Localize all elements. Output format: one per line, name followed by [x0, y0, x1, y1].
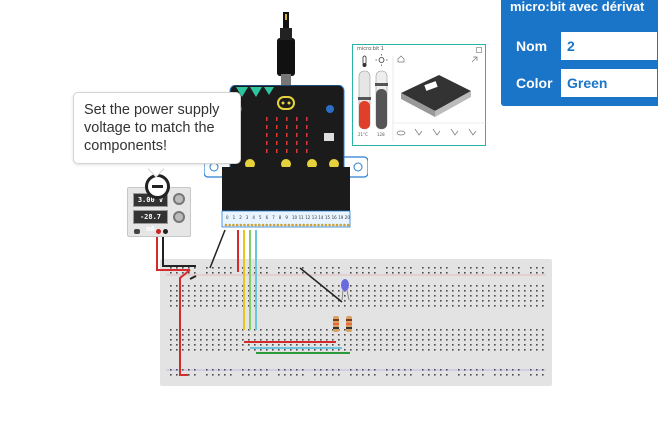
- tooltip-line-3: components!: [84, 138, 168, 154]
- sensor-widget-title: micro:bit 1: [357, 46, 384, 52]
- gnd-wire: [209, 229, 226, 269]
- pin-label: 8: [279, 215, 282, 220]
- pin-label: 3: [246, 215, 249, 220]
- negative-terminal[interactable]: [163, 229, 168, 234]
- pin-label: 15: [325, 215, 331, 220]
- sensor-graphics: [358, 54, 487, 141]
- tooltip: Set the power supply voltage to match th…: [73, 92, 241, 164]
- sun-icon: [375, 54, 388, 66]
- close-icon[interactable]: [476, 47, 482, 53]
- pin-label: 1: [233, 215, 236, 220]
- pin-label: 19: [338, 215, 344, 220]
- current-knob[interactable]: [173, 211, 185, 223]
- pin-label: 4: [252, 215, 255, 220]
- psu-black-wire: [162, 233, 196, 267]
- color-select[interactable]: Green: [561, 69, 657, 97]
- name-field[interactable]: 2: [561, 32, 657, 60]
- thermometer-icon: [362, 55, 367, 67]
- psu-red-wire: [156, 233, 190, 271]
- voltage-knob[interactable]: [173, 193, 185, 205]
- pin-label: 0: [226, 215, 229, 220]
- led-component: [341, 279, 350, 301]
- pin-label: 6: [266, 215, 269, 220]
- light-reading: 128: [377, 132, 385, 137]
- pin-label: 14: [318, 215, 324, 220]
- pin-label: 16: [332, 215, 338, 220]
- tooltip-line-1: Set the power supply: [84, 102, 220, 118]
- sensor-widget[interactable]: micro:bit 1: [352, 44, 487, 146]
- properties-panel: micro:bit avec dérivat Nom 2 Color Green: [501, 0, 658, 106]
- pin-label: 20: [345, 215, 350, 220]
- pin-label: 11: [299, 215, 305, 220]
- current-display: -28.7 mA: [133, 210, 168, 233]
- property-row-name: Nom 2: [507, 31, 658, 61]
- breadboard[interactable]: [160, 259, 552, 386]
- properties-panel-title: micro:bit avec dérivat: [510, 0, 645, 14]
- resistor-2: [346, 316, 352, 332]
- positive-terminal[interactable]: [156, 229, 161, 234]
- pin-label: 5: [259, 215, 262, 220]
- power-switch[interactable]: [134, 229, 140, 234]
- breadboard-holes: [166, 267, 546, 376]
- pin-label: 2: [239, 215, 242, 220]
- pin-label: 12: [305, 215, 311, 220]
- resistor-1: [333, 316, 339, 332]
- temperature-reading: 21°C: [358, 132, 368, 137]
- pin-label: 7: [272, 215, 275, 220]
- pin-label: 9: [285, 215, 288, 220]
- pin-label: 10: [292, 215, 298, 220]
- pin-label: 13: [312, 215, 318, 220]
- property-row-color: Color Green: [507, 68, 658, 98]
- minus-circle-icon[interactable]: [145, 174, 170, 199]
- property-label-name: Nom: [508, 32, 560, 60]
- rail-red-wire: [179, 269, 191, 376]
- property-label-color: Color: [508, 69, 560, 97]
- usb-cable-icon: [277, 12, 295, 86]
- tooltip-line-2: voltage to match the: [84, 120, 215, 136]
